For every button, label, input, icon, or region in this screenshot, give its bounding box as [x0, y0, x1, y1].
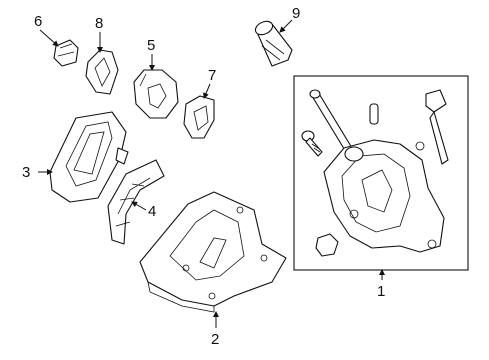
callout-7: 7 — [208, 67, 216, 84]
part-7-button — [183, 95, 215, 139]
part-5-shift-knob — [133, 69, 179, 119]
callout-2: 2 — [211, 331, 219, 348]
part-6-clip — [53, 39, 79, 67]
callout-8: 8 — [95, 15, 103, 32]
leader-9 — [279, 19, 293, 33]
callout-9: 9 — [292, 5, 300, 22]
part-8-trim-cover — [85, 49, 119, 95]
callout-5: 5 — [147, 37, 155, 54]
part-9-bushing — [254, 20, 293, 67]
callout-3: 3 — [22, 164, 30, 181]
callout-1: 1 — [377, 283, 385, 300]
leader-7 — [203, 83, 211, 99]
part-1-screw — [301, 130, 323, 157]
part-1-nut — [315, 233, 339, 257]
part-1-shifter-assembly — [301, 89, 449, 257]
leader-6 — [39, 29, 59, 47]
callout-4: 4 — [148, 203, 156, 220]
part-3-console-bezel — [49, 111, 129, 203]
part-2-bracket — [139, 191, 287, 313]
leader-4 — [131, 201, 147, 211]
part-4-boot — [107, 159, 165, 245]
part-1-connector — [425, 89, 449, 165]
callout-6: 6 — [34, 13, 42, 30]
